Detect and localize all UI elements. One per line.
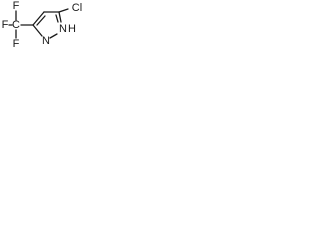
structure-canvas: F F C F Cl N H N [0, 0, 101, 56]
bond-c5-n1-double [55, 14, 59, 23]
atom-n: N [42, 35, 50, 47]
atom-n-h: N [59, 23, 67, 35]
atom-f-top: F [13, 0, 20, 12]
bond-c5-n1 [58, 11, 62, 23]
atom-f-left: F [2, 19, 9, 31]
atom-h: H [68, 23, 76, 35]
bond-c3-c4 [32, 11, 45, 26]
bond-c5-cl [58, 8, 69, 13]
bond-c3-c4-double [36, 15, 46, 26]
atom-c-cf3: C [12, 19, 20, 31]
atom-f-bottom: F [13, 38, 20, 50]
bond-n1-n2 [49, 33, 58, 39]
atom-cl: Cl [72, 2, 82, 14]
bond-n2-c3 [32, 24, 43, 37]
molecule-structure: F F C F Cl N H N [2, 0, 83, 50]
